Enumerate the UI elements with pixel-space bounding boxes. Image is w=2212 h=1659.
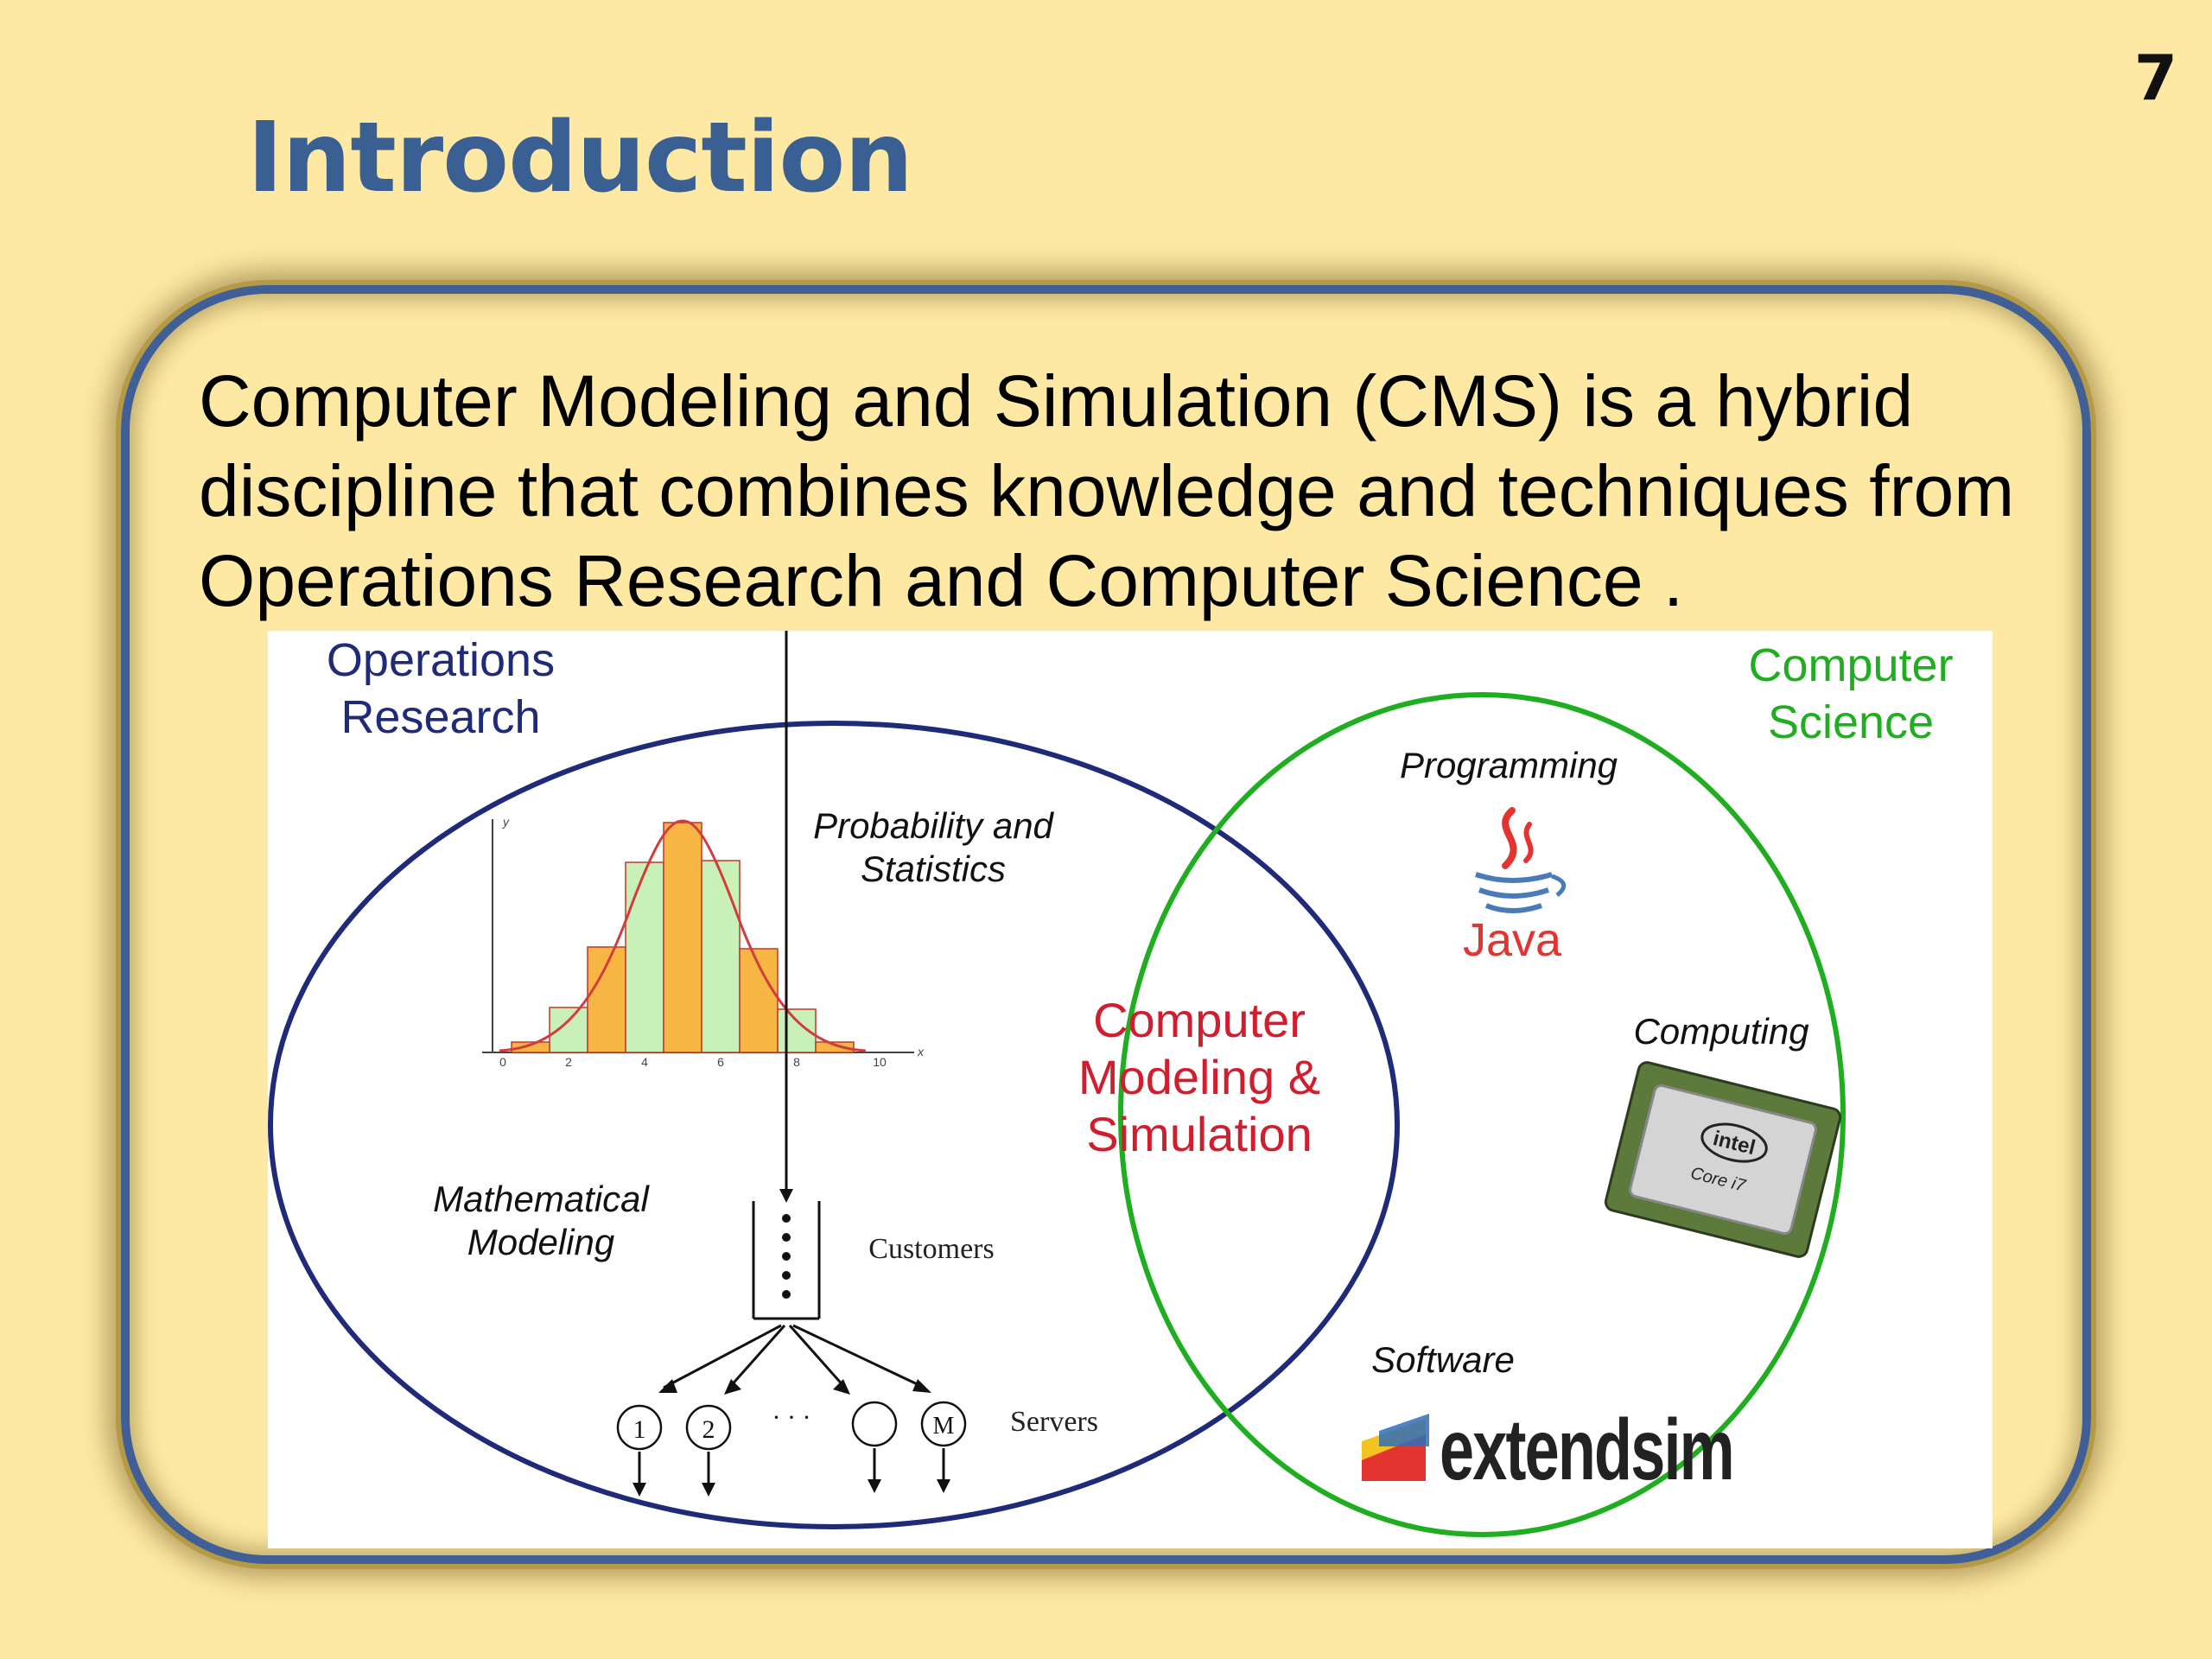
- intel-chip-icon: intel Core i7: [1604, 1061, 1842, 1258]
- java-logo: Java: [1463, 807, 1567, 966]
- extendsim-logo: extendsim: [1362, 1402, 1735, 1498]
- queue-customer-dot: [782, 1214, 791, 1223]
- dispatch-arrow: [728, 1325, 786, 1389]
- java-cup: [1475, 872, 1553, 883]
- server-circle-2: [685, 1404, 732, 1451]
- server-label-2: 2: [702, 1415, 715, 1444]
- computing-label: Computing: [1633, 1011, 1808, 1052]
- java-steam: [1523, 822, 1534, 863]
- cs-label-line-2: Science: [1768, 696, 1934, 748]
- programming-label: Programming: [1400, 745, 1618, 785]
- departure-arrow-head: [868, 1479, 881, 1493]
- arrival-arrow-head: [779, 1189, 793, 1203]
- intro-line-1: Computer Modeling and Simulation (CMS) i…: [199, 360, 1914, 442]
- venn-diagram-panel: Operations Research Computer Science Com…: [268, 631, 1993, 1548]
- dispatch-arrow: [792, 1324, 925, 1389]
- intel-logo-ring: [1700, 1122, 1768, 1163]
- extendsim-text: extendsim: [1440, 1402, 1733, 1497]
- venn-diagram: Operations Research Computer Science Com…: [268, 631, 1954, 1537]
- histogram-figure: y x 0 2 4 6 8 10: [482, 815, 925, 1069]
- cms-label-line-1: Computer: [1093, 993, 1306, 1047]
- histogram-tick: 8: [793, 1055, 800, 1069]
- dispatch-arrow-head: [724, 1379, 741, 1395]
- slide-title: Introduction: [247, 102, 913, 214]
- histogram-bar: [815, 1041, 855, 1053]
- departure-arrow-head: [632, 1483, 646, 1497]
- or-label-line-2: Research: [340, 691, 540, 743]
- histogram-bar: [549, 1007, 588, 1053]
- dispatch-arrow-head: [658, 1379, 677, 1393]
- customers-label: Customers: [868, 1233, 994, 1265]
- dispatch-arrow-head: [912, 1379, 931, 1393]
- dispatch-arrow: [663, 1324, 782, 1389]
- cs-label-line-1: Computer: [1748, 639, 1953, 691]
- software-label: Software: [1371, 1339, 1515, 1380]
- cms-label-line-3: Simulation: [1086, 1107, 1312, 1161]
- dispatch-arrow: [788, 1325, 847, 1389]
- queue-figure: Customers 1 2 · · · M Servers: [616, 631, 1098, 1497]
- normal-curve: [499, 819, 867, 1052]
- histogram-x-letter: x: [917, 1045, 925, 1058]
- java-cup: [1478, 887, 1549, 899]
- histogram-bar: [625, 861, 664, 1053]
- prob-label-line-1: Probability and: [813, 805, 1054, 846]
- histogram-y-letter: y: [502, 815, 510, 829]
- page-number: 7: [2133, 41, 2177, 114]
- histogram-tick: 2: [565, 1055, 572, 1069]
- prob-label-line-2: Statistics: [861, 849, 1006, 889]
- server-circle-blank: [851, 1401, 898, 1447]
- queue-customer-dot: [782, 1233, 791, 1242]
- histogram-tick: 0: [499, 1055, 506, 1069]
- extendsim-flag-blue: [1379, 1414, 1429, 1446]
- java-text: Java: [1463, 914, 1562, 966]
- java-cup-handle: [1551, 874, 1567, 897]
- computer-science-circle: [1118, 692, 1846, 1537]
- queue-customer-dot: [782, 1290, 791, 1299]
- java-cup: [1484, 903, 1542, 913]
- content-frame: [121, 285, 2091, 1564]
- histogram-tick: 10: [873, 1055, 887, 1069]
- or-label-line-1: Operations: [327, 634, 555, 686]
- intro-line-2: discipline that combines knowledge and t…: [199, 450, 2015, 531]
- servers-label: Servers: [1010, 1406, 1098, 1438]
- histogram-bar: [663, 822, 702, 1053]
- intro-line-3: Operations Research and Computer Science…: [199, 540, 1684, 621]
- servers-ellipsis: · · ·: [772, 1403, 811, 1432]
- histogram-bar: [701, 860, 741, 1053]
- server-circle-m: [920, 1401, 967, 1447]
- queue-customer-dot: [782, 1252, 791, 1261]
- math-label-line-2: Modeling: [467, 1222, 614, 1262]
- histogram-tick: 6: [717, 1055, 724, 1069]
- dispatch-arrow-head: [833, 1379, 850, 1395]
- java-steam: [1502, 807, 1517, 869]
- queue-customer-dot: [782, 1271, 791, 1280]
- operations-research-circle: [268, 721, 1400, 1529]
- intro-paragraph: Computer Modeling and Simulation (CMS) i…: [199, 356, 2065, 626]
- chip-heatspreader: [1629, 1084, 1817, 1236]
- server-circle-1: [616, 1404, 663, 1451]
- histogram-tick: 4: [641, 1055, 648, 1069]
- cms-label-line-2: Modeling &: [1078, 1050, 1320, 1104]
- departure-arrow-head: [702, 1483, 715, 1497]
- server-label-1: 1: [633, 1415, 646, 1444]
- departure-arrow-head: [937, 1479, 950, 1493]
- server-label-m: M: [933, 1413, 955, 1440]
- math-label-line-1: Mathematical: [433, 1179, 650, 1219]
